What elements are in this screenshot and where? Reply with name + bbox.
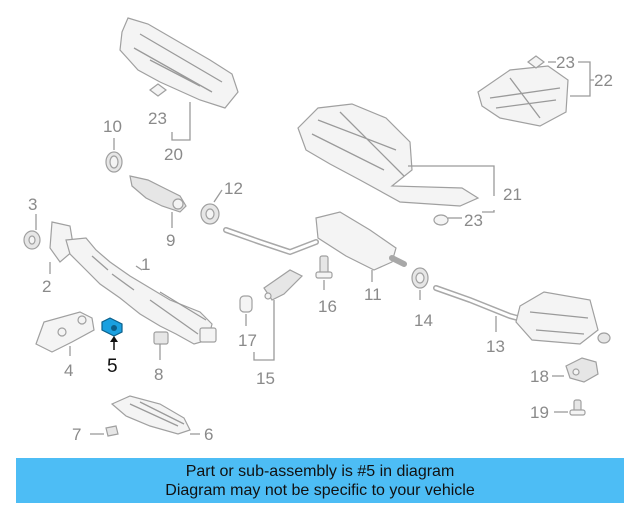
callout-1: 1 bbox=[141, 255, 150, 274]
callout-10: 10 bbox=[103, 117, 122, 136]
nut-23-right bbox=[527, 55, 545, 69]
bolt-19 bbox=[569, 399, 586, 416]
banner-line-2: Diagram may not be specific to your vehi… bbox=[165, 481, 475, 499]
callout-19: 19 bbox=[530, 403, 549, 422]
gasket-2 bbox=[49, 221, 75, 263]
callout-18: 18 bbox=[530, 367, 549, 386]
banner-line-1: Part or sub-assembly is #5 in diagram bbox=[185, 462, 455, 480]
gasket-10 bbox=[105, 151, 123, 173]
heat-shield-21 bbox=[297, 103, 480, 226]
callout-16: 16 bbox=[318, 297, 337, 316]
callout-23: 23 bbox=[464, 211, 483, 230]
gasket-3 bbox=[23, 230, 41, 250]
intermediate-pipe-11 bbox=[223, 211, 407, 271]
callout-15: 15 bbox=[256, 369, 275, 388]
callout-22: 22 bbox=[594, 71, 613, 90]
rear-muffler-13 bbox=[433, 285, 611, 345]
heat-shield-6 bbox=[110, 395, 191, 435]
callout-4: 4 bbox=[64, 361, 73, 380]
callout-7: 7 bbox=[72, 425, 81, 444]
callout-9: 9 bbox=[166, 231, 175, 250]
callout-20: 20 bbox=[164, 145, 183, 164]
bolt-7 bbox=[105, 425, 119, 437]
callout-12: 12 bbox=[224, 179, 243, 198]
heat-shield-20 bbox=[119, 17, 239, 109]
heat-shield-22 bbox=[477, 55, 569, 127]
callout-13: 13 bbox=[486, 337, 505, 356]
clamp-8 bbox=[153, 331, 169, 345]
nut-23-upper bbox=[149, 83, 167, 97]
callout-3: 3 bbox=[28, 195, 37, 214]
callout-8: 8 bbox=[154, 365, 163, 384]
hanger-18 bbox=[565, 357, 599, 383]
gasket-14 bbox=[411, 267, 429, 289]
catalytic-converter-1 bbox=[65, 237, 217, 345]
callout-2: 2 bbox=[42, 277, 51, 296]
callout-23: 23 bbox=[148, 109, 167, 128]
callout-5[interactable]: 5 bbox=[107, 356, 118, 377]
nut-5-highlighted[interactable] bbox=[101, 317, 123, 337]
callout-17: 17 bbox=[238, 331, 257, 350]
callout-6: 6 bbox=[204, 425, 213, 444]
callout-11: 11 bbox=[364, 285, 382, 304]
bolt-16 bbox=[315, 255, 333, 279]
bracket-4 bbox=[35, 311, 95, 353]
nut-23-lower bbox=[433, 214, 449, 226]
isolator-17 bbox=[239, 295, 253, 313]
callout-14: 14 bbox=[414, 311, 433, 330]
bracket-15 bbox=[263, 269, 304, 301]
gasket-12 bbox=[200, 203, 220, 225]
info-banner: Part or sub-assembly is #5 in diagram Di… bbox=[16, 458, 624, 503]
exhaust-parts-diagram: 23 20 23 22 21 23 10 9 12 3 bbox=[23, 17, 613, 444]
callout-21: 21 bbox=[503, 185, 522, 204]
callout-23: 23 bbox=[556, 53, 575, 72]
front-pipe-9 bbox=[129, 175, 187, 213]
